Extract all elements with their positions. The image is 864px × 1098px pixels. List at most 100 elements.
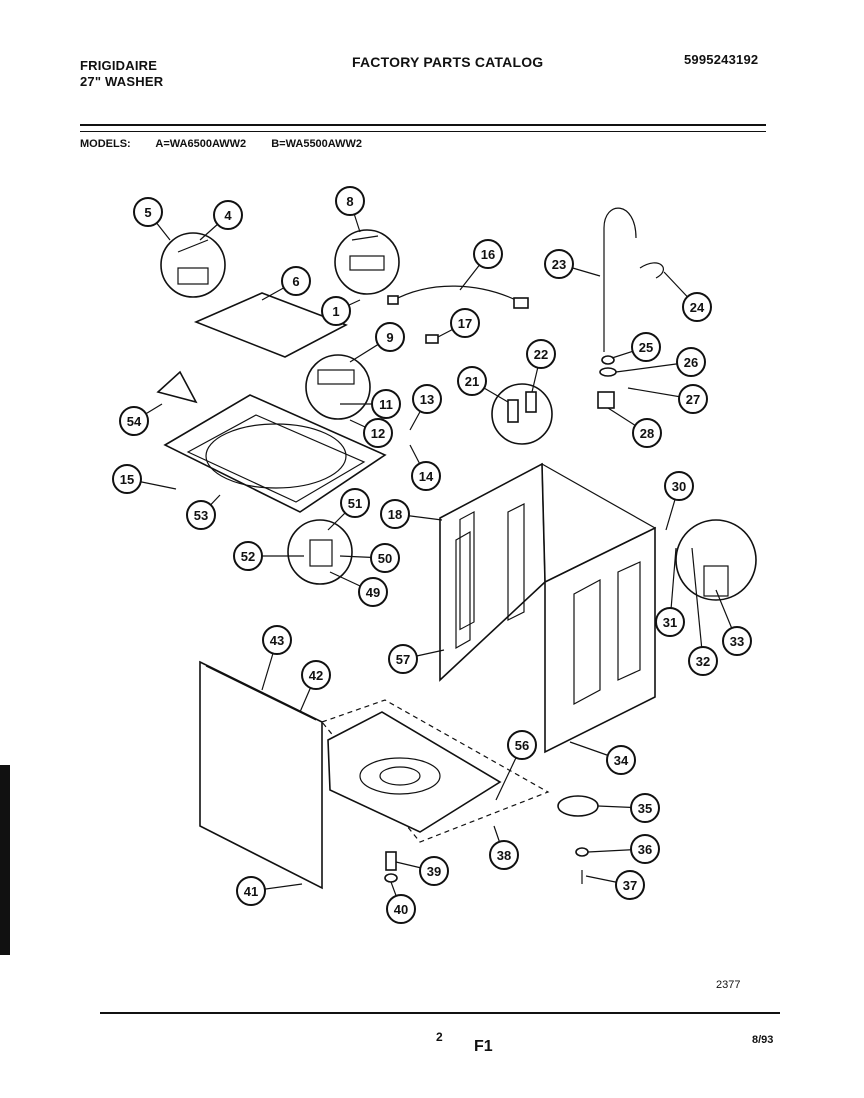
detail-circle-lid-hinge	[160, 232, 226, 298]
callout-9: 9	[375, 322, 405, 352]
top-frame-part	[163, 394, 387, 513]
callout-16: 16	[473, 239, 503, 269]
callout-21: 21	[457, 366, 487, 396]
callout-26: 26	[676, 347, 706, 377]
detail-circle-lock-assembly	[287, 519, 353, 585]
callout-number: 26	[684, 355, 698, 370]
callout-number: 42	[309, 668, 323, 683]
detail-circle-motor	[675, 519, 757, 601]
callout-number: 22	[534, 347, 548, 362]
page-number: 2	[436, 1030, 443, 1044]
callout-57: 57	[388, 644, 418, 674]
leader-line-32	[691, 547, 704, 662]
callout-number: 27	[686, 392, 700, 407]
callout-5: 5	[133, 197, 163, 227]
model-a: A=WA6500AWW2	[155, 138, 247, 150]
callout-layer: 1456891112131415161718212223242526272830…	[112, 186, 752, 924]
callout-13: 13	[412, 384, 442, 414]
callout-37: 37	[615, 870, 645, 900]
callout-number: 51	[348, 496, 362, 511]
callout-number: 37	[623, 878, 637, 893]
callout-number: 9	[386, 330, 393, 345]
callout-number: 54	[127, 414, 142, 429]
callout-number: 14	[419, 469, 434, 484]
callout-39: 39	[419, 856, 449, 886]
callout-33: 33	[722, 626, 752, 656]
callout-1: 1	[321, 296, 351, 326]
callout-number: 52	[241, 549, 255, 564]
callout-number: 23	[552, 257, 566, 272]
callout-14: 14	[411, 461, 441, 491]
header-rule	[80, 124, 766, 126]
callout-8: 8	[335, 186, 365, 216]
callout-43: 43	[262, 625, 292, 655]
detail-circle-valve-bracket	[491, 383, 553, 445]
brand-block: FRIGIDAIRE 27" WASHER	[80, 58, 163, 90]
callout-number: 17	[458, 316, 472, 331]
callout-number: 8	[346, 194, 353, 209]
callout-number: 43	[270, 633, 284, 648]
brand-name: FRIGIDAIRE	[80, 58, 158, 73]
callout-number: 57	[396, 652, 410, 667]
callout-53: 53	[186, 500, 216, 530]
base-part	[327, 711, 502, 833]
leveling-leg-part	[385, 851, 397, 871]
catalog-number: 5995243192	[684, 52, 759, 67]
callout-34: 34	[606, 745, 636, 775]
callout-number: 50	[378, 551, 392, 566]
callout-38: 38	[489, 840, 519, 870]
models-label: MODELS:	[80, 138, 131, 150]
callout-17: 17	[450, 308, 480, 338]
callout-42: 42	[301, 660, 331, 690]
callout-number: 49	[366, 585, 380, 600]
callout-number: 1	[332, 304, 339, 319]
diagram-code: 2377	[716, 979, 741, 991]
callout-4: 4	[213, 200, 243, 230]
callout-number: 21	[465, 374, 479, 389]
footer-rule	[100, 1012, 780, 1014]
figure-label: F1	[474, 1038, 493, 1055]
product-name: 27" WASHER	[80, 74, 164, 89]
strain-relief-part	[425, 334, 439, 344]
callout-number: 56	[515, 738, 529, 753]
callout-41: 41	[236, 876, 266, 906]
callout-15: 15	[112, 464, 142, 494]
callout-25: 25	[631, 332, 661, 362]
callout-number: 35	[638, 801, 652, 816]
callout-49: 49	[358, 577, 388, 607]
callout-number: 41	[244, 884, 258, 899]
models-line: MODELS: A=WA6500AWW2 B=WA5500AWW2	[80, 138, 384, 150]
callout-50: 50	[370, 543, 400, 573]
callout-27: 27	[678, 384, 708, 414]
callout-number: 33	[730, 634, 744, 649]
print-date: 8/93	[752, 1034, 774, 1046]
callout-number: 12	[371, 426, 385, 441]
callout-number: 38	[497, 848, 511, 863]
callout-number: 6	[292, 274, 299, 289]
callout-number: 36	[638, 842, 652, 857]
callout-35: 35	[630, 793, 660, 823]
callout-11: 11	[371, 389, 401, 419]
callout-number: 34	[614, 753, 629, 768]
front-panel-part	[199, 660, 323, 890]
callout-number: 16	[481, 247, 495, 262]
callout-32: 32	[688, 646, 718, 676]
callout-number: 15	[120, 472, 134, 487]
callout-18: 18	[380, 499, 410, 529]
callout-number: 11	[379, 397, 393, 412]
model-b: B=WA5500AWW2	[271, 138, 363, 150]
callout-6: 6	[281, 266, 311, 296]
lid-part	[193, 292, 348, 358]
callout-number: 13	[420, 392, 434, 407]
hose-fitting-part	[597, 391, 615, 409]
power-cord-part	[391, 285, 521, 303]
detail-circle-lid-lock	[305, 354, 371, 420]
callout-31: 31	[655, 607, 685, 637]
callout-28: 28	[632, 418, 662, 448]
callout-24: 24	[682, 292, 712, 322]
callout-56: 56	[507, 730, 537, 760]
callout-52: 52	[233, 541, 263, 571]
header-rule-thin	[80, 131, 766, 132]
drain-hose-part	[603, 207, 637, 352]
